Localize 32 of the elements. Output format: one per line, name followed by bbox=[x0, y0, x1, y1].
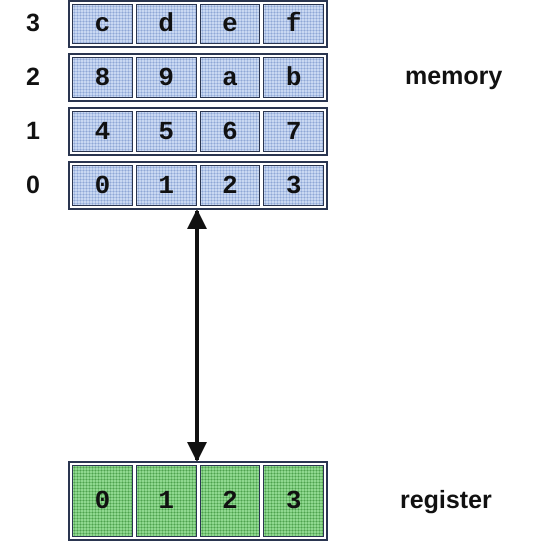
memory-cell: 5 bbox=[136, 111, 196, 152]
memory-cell: b bbox=[263, 57, 324, 98]
memory-cell: 1 bbox=[136, 165, 196, 206]
memory-cell: d bbox=[136, 4, 196, 44]
memory-row bbox=[68, 53, 328, 102]
memory-cell: 4 bbox=[72, 111, 133, 152]
register-cell: 1 bbox=[136, 465, 196, 537]
memory-cell: 6 bbox=[200, 111, 260, 152]
row-number: 3 bbox=[26, 9, 40, 38]
memory-row bbox=[68, 107, 328, 156]
memory-row bbox=[68, 0, 328, 48]
register-row bbox=[68, 461, 328, 541]
memory-label: memory bbox=[405, 62, 502, 91]
memory-cell: 9 bbox=[136, 57, 196, 98]
register-cell: 3 bbox=[263, 465, 324, 537]
row-number: 1 bbox=[26, 116, 40, 146]
memory-cell: 2 bbox=[200, 165, 260, 206]
memory-cell: c bbox=[72, 4, 133, 44]
register-cell: 2 bbox=[200, 465, 260, 537]
memory-cell: e bbox=[200, 4, 260, 44]
memory-cell: a bbox=[200, 57, 260, 98]
row-number: 0 bbox=[26, 170, 40, 200]
double-arrow bbox=[187, 209, 207, 462]
register-cell: 0 bbox=[72, 465, 133, 537]
memory-cell: f bbox=[263, 4, 324, 44]
row-number: 2 bbox=[26, 62, 40, 92]
memory-cell: 3 bbox=[263, 165, 324, 206]
memory-cell: 0 bbox=[72, 165, 133, 206]
memory-cell: 7 bbox=[263, 111, 324, 152]
register-label: register bbox=[400, 486, 492, 515]
memory-cell: 8 bbox=[72, 57, 133, 98]
memory-row bbox=[68, 161, 328, 210]
